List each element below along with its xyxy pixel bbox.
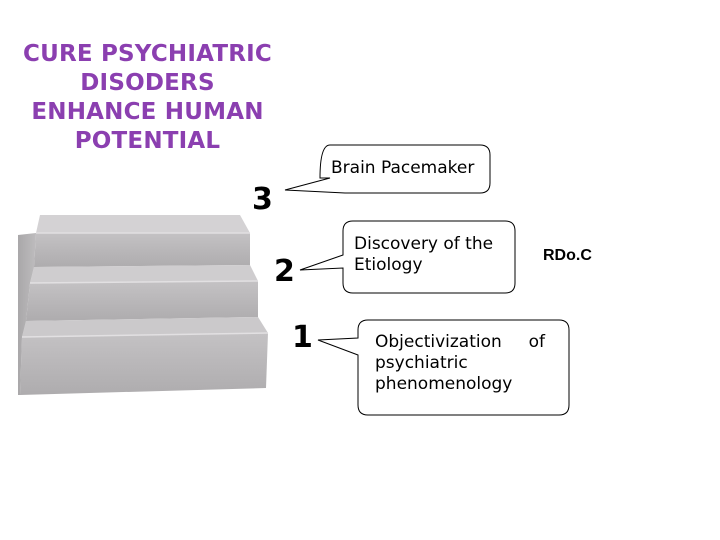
title-line-2: DISODERS: [80, 70, 215, 96]
callout-1-label: Objectivization of psychiatric phenomeno…: [375, 332, 545, 394]
title-line-4: POTENTIAL: [74, 128, 221, 154]
step-3-tread: [36, 215, 250, 233]
callout-3-label: Brain Pacemaker: [331, 158, 475, 178]
step-1-tread: [22, 317, 268, 337]
title-line-3: ENHANCE HUMAN: [31, 99, 264, 125]
staircase-image: [18, 215, 269, 395]
step-2-riser: [26, 281, 258, 321]
step-1-riser: [20, 333, 268, 395]
callout-2-shape: [299, 220, 516, 294]
stairs-left-side: [18, 233, 36, 395]
callout-1-shape: [317, 319, 570, 416]
step-2-tread: [30, 265, 258, 283]
callout-2-label: Discovery of the Etiology: [354, 234, 494, 275]
step-1-number: 1: [292, 320, 313, 355]
rdoc-label: RDo.C: [543, 247, 592, 264]
step-2-number: 2: [274, 254, 295, 289]
title-line-1: CURE PSYCHIATRIC: [23, 41, 272, 67]
diagram-title: CURE PSYCHIATRIC DISODERS ENHANCE HUMAN …: [20, 40, 275, 156]
callout-3-shape: [284, 144, 491, 194]
step-3-number: 3: [252, 182, 273, 217]
step-3-riser: [34, 233, 250, 267]
